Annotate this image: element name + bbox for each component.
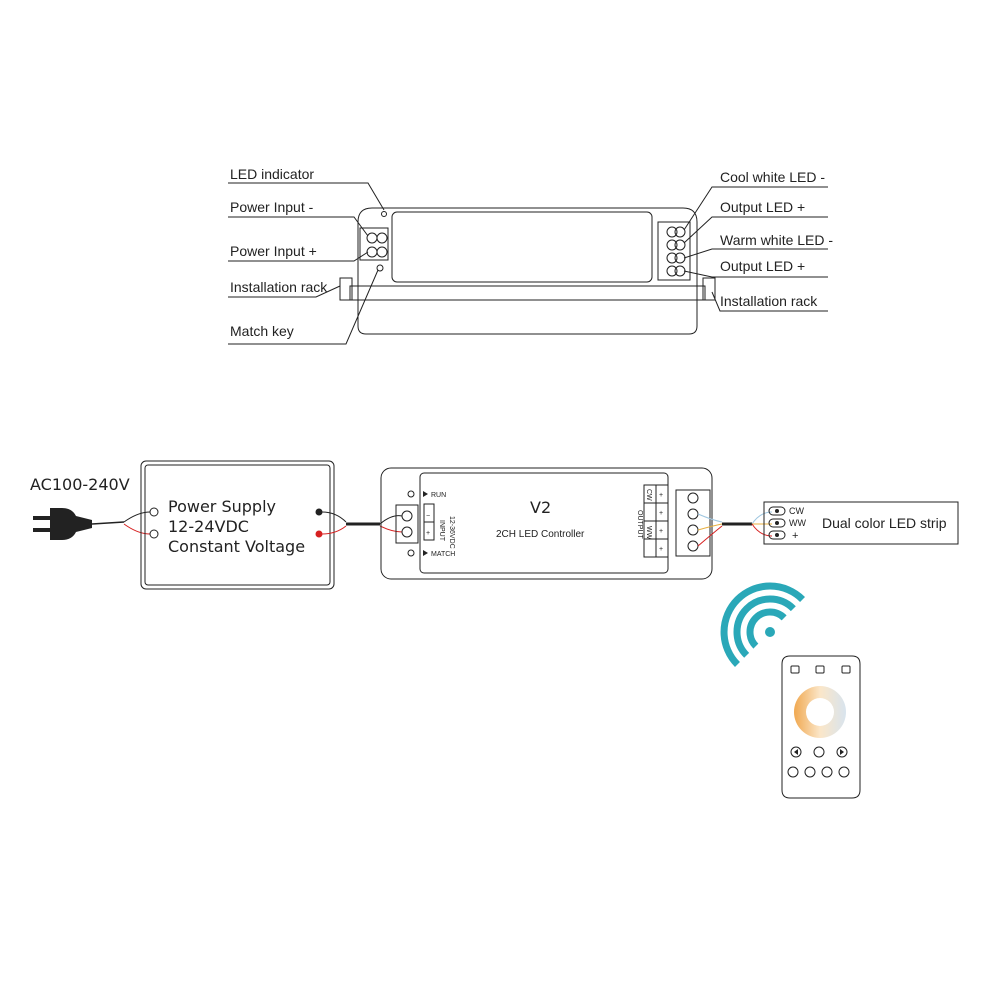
output-label: OUTPUT xyxy=(636,510,643,540)
led-indicator-label: LED indicator xyxy=(230,166,314,182)
led-indicator-icon xyxy=(381,211,387,217)
output-plus-label: + xyxy=(659,492,663,499)
psu-type: Constant Voltage xyxy=(168,537,305,556)
leader-lines xyxy=(228,182,828,345)
power-supply-box xyxy=(140,460,335,590)
terminal-screw-icon xyxy=(687,524,699,536)
run-label: RUN xyxy=(431,492,446,499)
negative-terminal-icon xyxy=(315,508,323,516)
ww-label: WW xyxy=(645,526,652,540)
terminal-screw-icon xyxy=(687,540,699,552)
warm-white-minus-label: Warm white LED - xyxy=(720,232,833,248)
input-plus-label: + xyxy=(426,530,430,537)
power-plug-icon xyxy=(33,508,125,540)
right-arrow-icon xyxy=(836,746,848,758)
input-minus-label: − xyxy=(426,513,430,520)
strip-plus-label: + xyxy=(792,530,798,542)
match-key-icon xyxy=(376,264,384,272)
power-input-plus-label: Power Input + xyxy=(230,243,317,259)
ac-voltage-label: AC100-240V xyxy=(30,475,130,494)
output-plus-1-label: Output LED + xyxy=(720,199,805,215)
psu-title: Power Supply xyxy=(168,497,276,516)
psu-voltage: 12-24VDC xyxy=(168,517,249,536)
terminal-screw-icon xyxy=(666,239,678,251)
output-plus-label: + xyxy=(659,546,663,553)
terminal-screw-icon xyxy=(401,526,413,538)
controller-name: 2CH LED Controller xyxy=(496,529,585,540)
remote-button-icon xyxy=(821,766,833,778)
installation-rack-left-label: Installation rack xyxy=(230,279,328,295)
cool-white-minus-label: Cool white LED - xyxy=(720,169,825,185)
run-led-icon xyxy=(407,490,415,498)
remote-control xyxy=(781,655,861,799)
remote-button-icon xyxy=(838,766,850,778)
installation-rack-right-label: Installation rack xyxy=(720,293,818,309)
terminal-screw-icon xyxy=(666,252,678,264)
power-icon xyxy=(813,746,825,758)
strip-ww-label: WW xyxy=(789,518,806,528)
v2-controller xyxy=(380,467,713,580)
terminal-screw-icon xyxy=(687,508,699,520)
remote-button-icon xyxy=(787,766,799,778)
input-voltage-label: 12-36VDC xyxy=(448,516,455,549)
left-arrow-icon xyxy=(790,746,802,758)
wireless-signal-icon xyxy=(720,582,805,667)
match-key-label: Match key xyxy=(230,323,294,339)
match-label: MATCH xyxy=(431,551,455,558)
remote-button-icon xyxy=(804,766,816,778)
input-label: INPUT xyxy=(438,520,445,542)
zone-button-icon xyxy=(841,665,851,674)
terminal-screw-icon xyxy=(674,239,686,251)
output-plus-2-label: Output LED + xyxy=(720,258,805,274)
terminal-screw-icon xyxy=(687,492,699,504)
terminal-screw-icon xyxy=(666,226,678,238)
zone-button-icon xyxy=(815,665,825,674)
match-button-icon xyxy=(407,549,415,557)
terminal-screw-icon xyxy=(149,529,159,539)
terminal-screw-icon xyxy=(149,507,159,517)
strip-cw-label: CW xyxy=(789,506,804,516)
terminal-screw-icon xyxy=(366,246,378,258)
output-plus-label: + xyxy=(659,528,663,535)
terminal-screw-icon xyxy=(666,265,678,277)
terminal-screw-icon xyxy=(674,226,686,238)
power-input-minus-label: Power Input - xyxy=(230,199,314,215)
terminal-screw-icon xyxy=(366,232,378,244)
cw-label: CW xyxy=(645,489,652,501)
strip-label: Dual color LED strip xyxy=(822,515,947,531)
terminal-screw-icon xyxy=(376,246,388,258)
terminal-screw-icon xyxy=(376,232,388,244)
terminal-screw-icon xyxy=(401,510,413,522)
output-plus-label: + xyxy=(659,510,663,517)
zone-button-icon xyxy=(790,665,800,674)
positive-terminal-icon xyxy=(315,530,323,538)
controller-detail xyxy=(339,207,716,335)
controller-model: V2 xyxy=(530,498,551,517)
led-strip xyxy=(763,501,959,545)
